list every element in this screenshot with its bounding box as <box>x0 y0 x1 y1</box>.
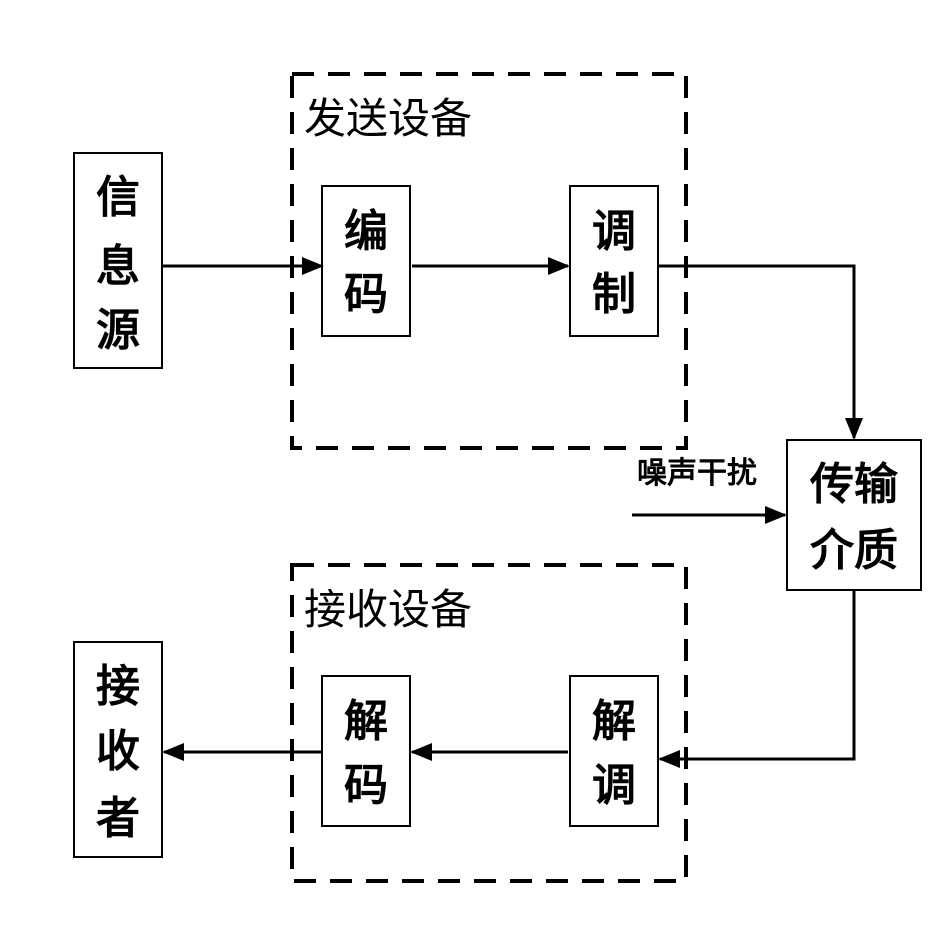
node-medium: 传输 介质 <box>786 439 922 591</box>
node-medium-line-2: 介质 <box>810 525 898 576</box>
node-receiver-line-2: 收 <box>96 726 140 777</box>
node-receiver-line-1: 接 <box>96 661 140 712</box>
noise-label: 噪声干扰 <box>637 456 757 491</box>
node-encode-line-2: 码 <box>344 269 388 320</box>
node-receiver-line-3: 者 <box>96 793 140 844</box>
node-source: 信 息 源 <box>73 152 163 369</box>
node-source-line-1: 信 <box>96 172 140 223</box>
node-encode-line-1: 编 <box>344 206 388 257</box>
node-modulate-line-1: 调 <box>592 206 636 257</box>
node-encode: 编 码 <box>321 185 411 337</box>
node-demodulate: 解 调 <box>569 675 659 827</box>
node-modulate: 调 制 <box>569 185 659 337</box>
node-modulate-line-2: 制 <box>592 269 636 320</box>
sender-group-box <box>290 72 688 450</box>
node-demodulate-line-1: 解 <box>592 696 636 747</box>
node-decode: 解 码 <box>321 675 411 827</box>
node-medium-line-1: 传输 <box>809 459 899 510</box>
receiver-group-box <box>290 563 688 883</box>
node-demodulate-line-2: 调 <box>592 760 636 811</box>
receiver-group-label: 接收设备 <box>304 585 472 634</box>
edge-modulate-to-medium <box>658 264 863 440</box>
node-source-line-2: 息 <box>96 241 140 292</box>
node-source-line-3: 源 <box>96 305 140 356</box>
node-receiver: 接 收 者 <box>73 641 163 858</box>
sender-group-label: 发送设备 <box>304 94 472 143</box>
node-decode-line-2: 码 <box>344 760 388 811</box>
node-decode-line-1: 解 <box>344 696 388 747</box>
edge-medium-to-demodulate <box>658 590 856 768</box>
